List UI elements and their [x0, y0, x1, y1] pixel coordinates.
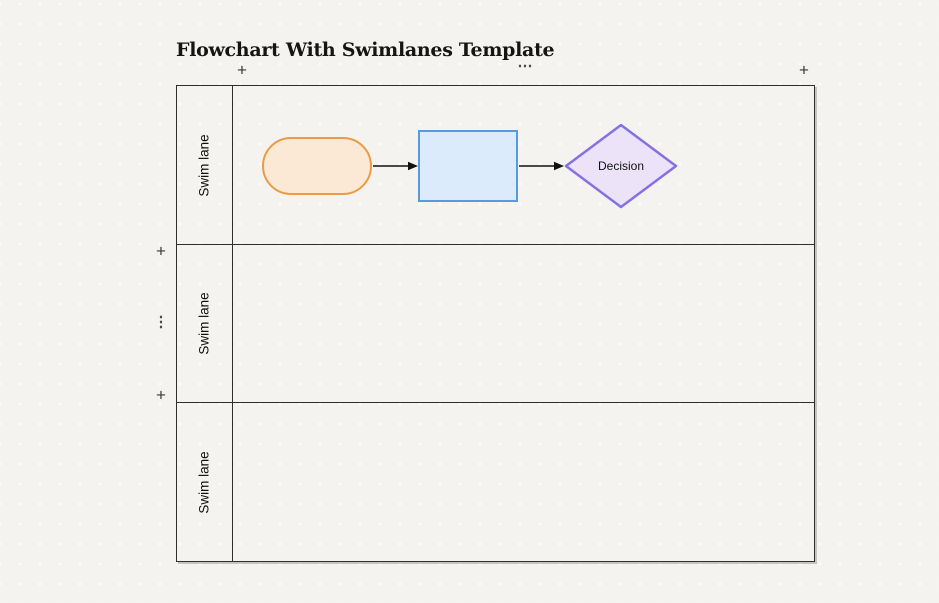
- swimlane-row-2: Swim lane: [177, 244, 814, 402]
- swimlane-label: Swim lane: [197, 133, 212, 197]
- more-horizontal-icon[interactable]: ⋯: [517, 57, 533, 75]
- swimlane-label-cell[interactable]: Swim lane: [177, 86, 233, 244]
- more-vertical-icon[interactable]: ⋮: [153, 313, 169, 331]
- diagram-title[interactable]: Flowchart With Swimlanes Template: [176, 39, 555, 61]
- swimlane-content: [233, 245, 814, 402]
- add-row-bottom-button[interactable]: +: [156, 385, 166, 405]
- add-column-right-button[interactable]: +: [799, 60, 809, 80]
- decision-label: Decision: [597, 159, 645, 173]
- swimlane-row-1: Swim lane: [177, 86, 814, 244]
- swimlane-row-3: Swim lane: [177, 402, 814, 561]
- connector-arrow[interactable]: [373, 160, 419, 172]
- terminator-shape[interactable]: [262, 137, 372, 195]
- swimlane-label-cell[interactable]: Swim lane: [177, 245, 233, 402]
- decision-shape[interactable]: Decision: [563, 123, 679, 209]
- swimlane-label-cell[interactable]: Swim lane: [177, 403, 233, 561]
- add-row-top-button[interactable]: +: [156, 241, 166, 261]
- swimlane-label: Swim lane: [197, 292, 212, 355]
- connector-arrow[interactable]: [519, 160, 565, 172]
- add-column-left-button[interactable]: +: [237, 60, 247, 80]
- swimlane-content: [233, 403, 814, 561]
- swimlane-table: Swim lane Swim lane Swim lane: [176, 85, 815, 562]
- process-shape[interactable]: [418, 130, 518, 202]
- swimlane-label: Swim lane: [197, 450, 212, 514]
- diamond-icon: [564, 123, 678, 209]
